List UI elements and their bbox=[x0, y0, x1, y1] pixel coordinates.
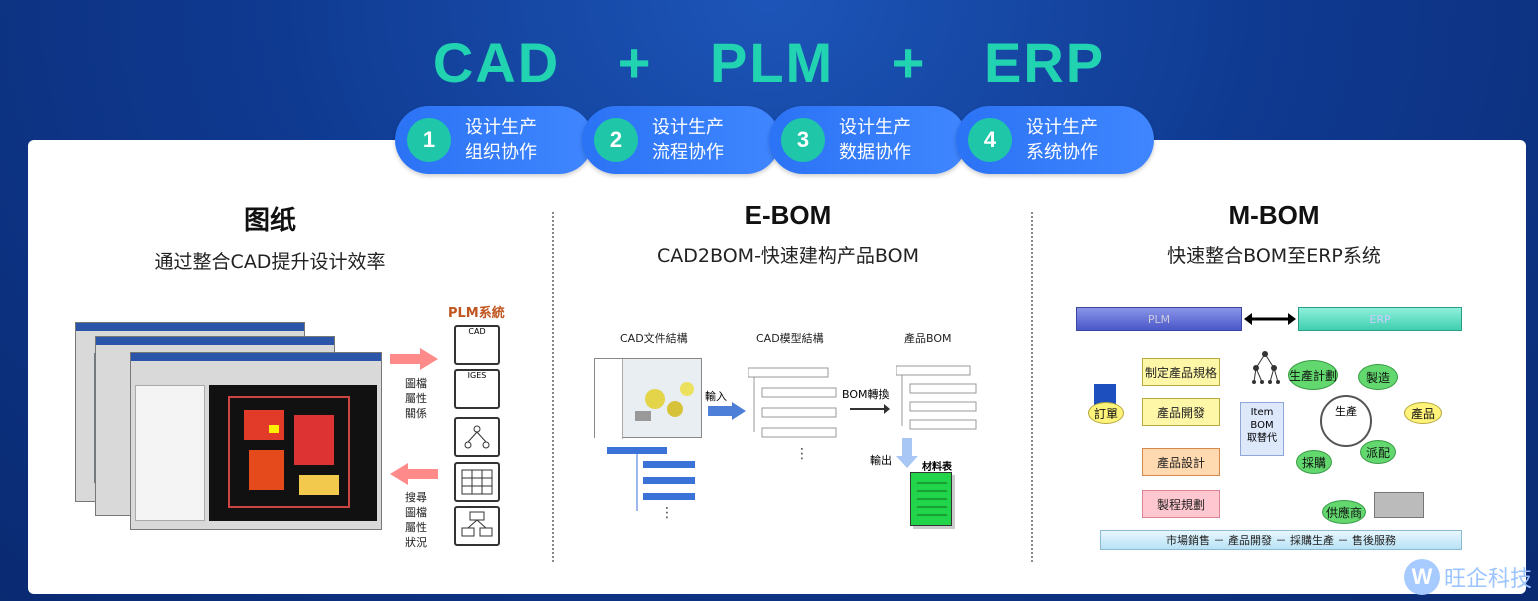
dispatch-node: 派配 bbox=[1360, 440, 1396, 464]
purchase-node: 採購 bbox=[1296, 450, 1332, 474]
column-subtitle: 通过整合CAD提升设计效率 bbox=[154, 251, 386, 273]
column-title: M-BOM bbox=[1228, 200, 1320, 230]
arrow-right bbox=[390, 348, 438, 374]
brand-logo: W 旺企科技 bbox=[1403, 559, 1532, 595]
column-subtitle: 快速整合BOM至ERP系统 bbox=[1167, 245, 1381, 267]
design-box: 產品設計 bbox=[1142, 448, 1220, 476]
headline-plus-2: + bbox=[891, 31, 927, 94]
produce-cycle: 生產 bbox=[1320, 395, 1372, 447]
arrow-left-text-line: 狀況 bbox=[405, 536, 427, 549]
column-divider bbox=[552, 212, 554, 562]
erp-bar: ERP bbox=[1298, 307, 1462, 331]
arrow-left-text-line: 屬性 bbox=[405, 521, 427, 534]
plan-node: 生產計劃 bbox=[1288, 360, 1338, 390]
step-line-2: 流程协作 bbox=[652, 142, 724, 163]
step-line-1: 设计生产 bbox=[1026, 117, 1098, 138]
column-subtitle: CAD2BOM-快速建构产品BOM bbox=[657, 245, 919, 267]
step-line-2: 数据协作 bbox=[839, 142, 911, 163]
step-number-badge: 1 bbox=[407, 118, 451, 162]
dev-box: 產品開發 bbox=[1142, 398, 1220, 426]
plm-system-label: PLM系統 bbox=[448, 306, 505, 321]
step-pill-4: 4 设计生产系统协作 bbox=[956, 106, 1154, 174]
step-number-badge: 4 bbox=[968, 118, 1012, 162]
headline: CAD + PLM + ERP bbox=[0, 30, 1538, 95]
column-drawing: 图纸 通过整合CAD提升设计效率 bbox=[60, 200, 480, 274]
item-bom-box: Item BOM 取替代 bbox=[1240, 402, 1284, 456]
step-line-1: 设计生产 bbox=[465, 117, 537, 138]
brand-name: 旺企科技 bbox=[1443, 567, 1532, 592]
bom-convert-arrow bbox=[850, 400, 890, 419]
pcb-layout-image bbox=[228, 396, 350, 508]
manufacture-node: 製造 bbox=[1358, 364, 1398, 390]
column-mbom: M-BOM 快速整合BOM至ERP系统 bbox=[1064, 200, 1484, 268]
arrow-right-text-line: 關係 bbox=[405, 407, 427, 420]
output-label: 輸出 bbox=[870, 454, 892, 467]
output-arrow bbox=[896, 438, 918, 472]
step-number-badge: 2 bbox=[594, 118, 638, 162]
column-title: E-BOM bbox=[744, 200, 832, 230]
arrow-right-text-line: 圖檔 bbox=[405, 377, 427, 390]
step-line-1: 设计生产 bbox=[839, 117, 911, 138]
column-title: 图纸 bbox=[243, 205, 296, 235]
ellipsis: ⋮ bbox=[660, 505, 674, 521]
brand-mark-icon: W bbox=[1403, 559, 1440, 595]
replace-label: 取替代 bbox=[1247, 433, 1277, 444]
cad-model-tree bbox=[747, 360, 838, 484]
bom-label: BOM bbox=[1250, 420, 1274, 431]
step-pill-3: 3 设计生产数据协作 bbox=[769, 106, 967, 174]
column-divider bbox=[1031, 212, 1033, 562]
bom-convert-label: BOM轉換 bbox=[842, 388, 890, 401]
step-line-2: 组织协作 bbox=[465, 142, 537, 163]
order-book-icon bbox=[1094, 384, 1116, 406]
headline-plus-1: + bbox=[617, 31, 653, 94]
doc-label: CAD bbox=[468, 327, 486, 336]
arrow-left-text: 搜尋 圖檔 屬性 狀況 bbox=[405, 490, 427, 550]
import-label: 輸入 bbox=[705, 390, 727, 403]
iges-doc-icon: IGES bbox=[454, 369, 500, 409]
arrow-right-text-line: 屬性 bbox=[405, 392, 427, 405]
truck-icon bbox=[1374, 492, 1424, 518]
item-label: Item bbox=[1250, 407, 1274, 418]
cad-screenshot-front bbox=[130, 352, 382, 530]
cad-model-structure-label: CAD模型結構 bbox=[756, 332, 824, 345]
cad-doc-icon: CAD bbox=[454, 325, 500, 365]
step-number-badge: 3 bbox=[781, 118, 825, 162]
spec-box: 制定產品規格 bbox=[1142, 358, 1220, 386]
product-bom-label: 產品BOM bbox=[904, 332, 952, 345]
cad-file-screenshot bbox=[594, 358, 702, 439]
org-tree-icon bbox=[1250, 350, 1280, 390]
step-line-1: 设计生产 bbox=[652, 117, 724, 138]
step-line-2: 系统协作 bbox=[1026, 142, 1098, 163]
arrow-right-text: 圖檔 屬性 關係 bbox=[405, 376, 427, 421]
material-table-doc bbox=[910, 472, 952, 526]
arrow-left bbox=[390, 463, 438, 489]
step-pill-2: 2 设计生产流程协作 bbox=[582, 106, 780, 174]
headline-plm: PLM bbox=[709, 31, 835, 94]
cad-file-tree bbox=[607, 445, 707, 529]
product-node: 產品 bbox=[1404, 402, 1442, 424]
flow-doc-icon bbox=[454, 506, 500, 546]
arrow-left-text-line: 搜尋 bbox=[405, 491, 427, 504]
step-pill-1: 1 设计生产组织协作 bbox=[395, 106, 593, 174]
column-ebom: E-BOM CAD2BOM-快速建构产品BOM bbox=[578, 200, 998, 268]
order-node: 訂單 bbox=[1088, 402, 1124, 424]
tree-doc-icon bbox=[454, 417, 500, 457]
headline-erp: ERP bbox=[984, 31, 1106, 94]
process-box: 製程規劃 bbox=[1142, 490, 1220, 518]
headline-cad: CAD bbox=[432, 31, 561, 94]
table-doc-icon bbox=[454, 462, 500, 502]
plm-bar: PLM bbox=[1076, 307, 1242, 331]
lifecycle-footer: 市場銷售 － 產品開發 － 採購生產 － 售後服務 bbox=[1100, 530, 1462, 550]
cad-file-structure-label: CAD文件結構 bbox=[620, 332, 688, 345]
supplier-node: 供應商 bbox=[1322, 500, 1366, 524]
plm-erp-arrow bbox=[1244, 311, 1296, 330]
doc-label: IGES bbox=[467, 371, 487, 380]
product-bom-tree bbox=[895, 362, 986, 446]
produce-label: 生產 bbox=[1335, 405, 1357, 418]
step-pills: 1 设计生产组织协作 2 设计生产流程协作 3 设计生产数据协作 4 设计生产系… bbox=[395, 106, 1155, 174]
import-arrow bbox=[708, 402, 746, 424]
material-table-label: 材料表 bbox=[922, 462, 952, 473]
ellipsis: ⋮ bbox=[795, 446, 809, 462]
arrow-left-text-line: 圖檔 bbox=[405, 506, 427, 519]
